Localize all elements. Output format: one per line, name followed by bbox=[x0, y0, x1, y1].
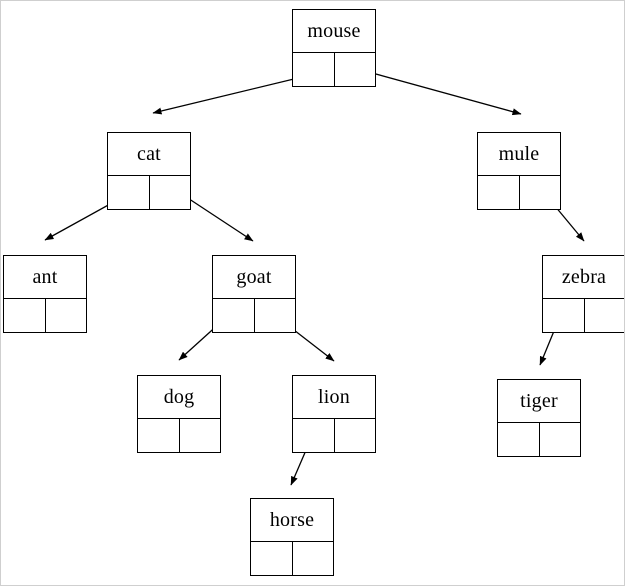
tree-node-ant[interactable]: ant bbox=[3, 255, 87, 333]
node-right-pointer-horse[interactable] bbox=[292, 542, 333, 575]
edge-mouse-right-to-mule bbox=[353, 67, 522, 116]
node-pointers-cat bbox=[108, 175, 190, 209]
tree-node-mule[interactable]: mule bbox=[477, 132, 561, 210]
node-label-dog: dog bbox=[163, 386, 195, 408]
node-pointers-lion bbox=[293, 418, 375, 452]
node-right-pointer-dog[interactable] bbox=[179, 419, 220, 452]
node-pointers-zebra bbox=[543, 298, 624, 332]
tree-node-mouse[interactable]: mouse bbox=[292, 9, 376, 87]
node-pointers-mouse bbox=[293, 52, 375, 86]
node-label-zebra: zebra bbox=[561, 266, 607, 288]
node-pointers-goat bbox=[213, 298, 295, 332]
node-label-horse: horse bbox=[269, 509, 315, 531]
node-right-pointer-mule[interactable] bbox=[519, 176, 560, 209]
node-pointers-horse bbox=[251, 541, 333, 575]
node-pointers-mule bbox=[478, 175, 560, 209]
node-left-pointer-lion[interactable] bbox=[293, 419, 335, 452]
node-label-lion: lion bbox=[318, 386, 350, 408]
node-left-pointer-dog[interactable] bbox=[138, 419, 180, 452]
node-right-pointer-zebra[interactable] bbox=[584, 299, 624, 332]
node-pointers-dog bbox=[138, 418, 220, 452]
tree-node-zebra[interactable]: zebra bbox=[542, 255, 624, 333]
tree-node-horse[interactable]: horse bbox=[250, 498, 334, 576]
node-label-goat: goat bbox=[236, 266, 272, 288]
node-right-pointer-goat[interactable] bbox=[254, 299, 295, 332]
node-right-pointer-ant[interactable] bbox=[45, 299, 86, 332]
tree-node-dog[interactable]: dog bbox=[137, 375, 221, 453]
node-left-pointer-ant[interactable] bbox=[4, 299, 46, 332]
node-left-pointer-tiger[interactable] bbox=[498, 423, 540, 456]
node-label-cat: cat bbox=[137, 143, 161, 165]
tree-node-tiger[interactable]: tiger bbox=[497, 379, 581, 457]
node-right-pointer-lion[interactable] bbox=[334, 419, 375, 452]
node-pointers-tiger bbox=[498, 422, 580, 456]
node-right-pointer-mouse[interactable] bbox=[334, 53, 375, 86]
tree-node-goat[interactable]: goat bbox=[212, 255, 296, 333]
tree-node-lion[interactable]: lion bbox=[292, 375, 376, 453]
node-left-pointer-horse[interactable] bbox=[251, 542, 293, 575]
node-left-pointer-mouse[interactable] bbox=[293, 53, 335, 86]
node-left-pointer-cat[interactable] bbox=[108, 176, 150, 209]
node-left-pointer-goat[interactable] bbox=[213, 299, 255, 332]
node-right-pointer-tiger[interactable] bbox=[539, 423, 580, 456]
node-label-ant: ant bbox=[32, 266, 58, 288]
node-left-pointer-mule[interactable] bbox=[478, 176, 520, 209]
node-label-tiger: tiger bbox=[520, 390, 558, 412]
node-label-mouse: mouse bbox=[307, 20, 361, 42]
node-left-pointer-zebra[interactable] bbox=[543, 299, 585, 332]
tree-node-cat[interactable]: cat bbox=[107, 132, 191, 210]
node-label-mule: mule bbox=[498, 143, 540, 165]
node-right-pointer-cat[interactable] bbox=[149, 176, 190, 209]
node-pointers-ant bbox=[4, 298, 86, 332]
